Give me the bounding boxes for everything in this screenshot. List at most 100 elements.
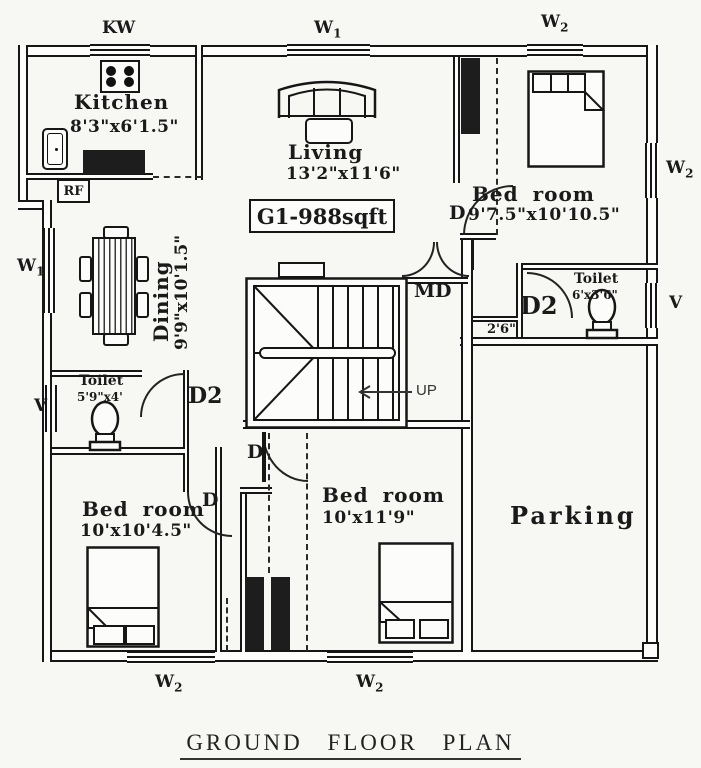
window-label-w2-bottom-center: W2 xyxy=(356,672,383,694)
w2-top-sub: 2 xyxy=(560,20,569,35)
wall-kitchen-bottom-dashed xyxy=(153,176,202,178)
wall-outer-left-upper xyxy=(18,45,28,210)
dining-chair-left-2 xyxy=(79,292,92,318)
wc-icon-east xyxy=(585,288,619,340)
wall-left-step xyxy=(18,200,52,210)
living-dims: 13'2"x11'6" xyxy=(286,164,401,184)
window-label-w2-right: W2 xyxy=(666,158,693,180)
refrigerator-box: RF xyxy=(57,179,90,203)
wardrobe-bedroom-south-1 xyxy=(245,577,264,650)
wall-bedroom-sw-right xyxy=(215,447,222,652)
dining-dims: 9'9"x10'1.5" xyxy=(172,234,192,350)
passage-width-label: 2'6" xyxy=(487,322,516,337)
bed-bedroom-ne xyxy=(527,70,605,168)
wall-living-bedroom-ne xyxy=(453,57,460,183)
bedroom-ne-name: Bed room xyxy=(472,182,595,206)
door-label-d2-east: D2 xyxy=(520,291,558,320)
toilet-east-name: Toilet xyxy=(574,271,619,287)
wall-toilet-east-top xyxy=(516,263,658,270)
bedroom-ne-dims: 9'7.5"x10'10.5" xyxy=(468,205,621,225)
window-label-v-left: V xyxy=(34,396,48,416)
wall-parking-top xyxy=(460,337,658,346)
dining-name: Dining xyxy=(149,260,173,342)
dashed-line-bedroom-sw xyxy=(226,598,228,651)
w2-bl-sub: 2 xyxy=(174,680,183,695)
dining-table-top xyxy=(92,237,136,335)
drawing-title: GROUND FLOOR PLAN xyxy=(0,730,701,760)
wall-kitchen-right xyxy=(195,45,203,180)
bed-bedroom-sw xyxy=(86,546,160,648)
wall-toilet-west-right xyxy=(183,370,189,492)
w2-bl-base: W xyxy=(155,672,175,692)
window-label-w1-top: W1 xyxy=(314,18,341,40)
w1-left-base: W xyxy=(17,256,37,276)
wall-passage-stub xyxy=(463,316,518,322)
wall-toilet-east-left xyxy=(516,263,523,342)
dining-chair-right-2 xyxy=(136,292,149,318)
window-w2-top xyxy=(527,44,583,58)
dashed-line-bedroom-south-right xyxy=(306,433,308,651)
stairs-landing-box xyxy=(278,262,325,278)
wardrobe-bedroom-south-2 xyxy=(271,577,290,650)
drawing-title-text: GROUND FLOOR PLAN xyxy=(180,730,521,760)
door-leaf-bedroom-south xyxy=(262,432,266,482)
door-label-d-ne: D xyxy=(449,202,466,224)
window-v-left xyxy=(45,385,58,432)
window-kw-top xyxy=(90,44,150,58)
parking-name: Parking xyxy=(510,501,637,530)
bedroom-south-dims: 10'x11'9" xyxy=(322,508,416,528)
w2-bc-base: W xyxy=(356,672,376,692)
refrigerator-label: RF xyxy=(63,183,84,199)
up-label: UP xyxy=(416,382,437,399)
sink-icon xyxy=(42,128,68,170)
w2-top-base: W xyxy=(541,12,561,32)
wall-bedroom-south-stub xyxy=(240,487,272,494)
staircase xyxy=(245,277,408,429)
stove-icon xyxy=(100,60,140,93)
parking-corner-column xyxy=(642,642,659,659)
w1-top-sub: 1 xyxy=(333,26,342,41)
wall-corridor-parking-left xyxy=(461,240,473,652)
window-w2-bottom-center xyxy=(327,651,413,664)
wall-bedroom-south-left xyxy=(240,487,247,652)
door-label-d2-west: D2 xyxy=(188,383,223,409)
window-label-kw: KW xyxy=(102,18,136,38)
w1-top-base: W xyxy=(314,18,334,38)
wall-main-door-sill xyxy=(402,277,468,284)
w2-bc-sub: 2 xyxy=(375,680,384,695)
area-label: G1-988sqft xyxy=(256,203,388,229)
wc-icon-west xyxy=(88,400,122,452)
door-label-d-south: D xyxy=(247,441,264,463)
window-label-w2-top: W2 xyxy=(541,12,568,34)
kitchen-counter xyxy=(83,150,145,174)
dashed-line-bedroom-ne xyxy=(496,58,498,235)
bedroom-south-name: Bed room xyxy=(322,483,445,507)
door-arc-md-left xyxy=(402,242,435,277)
bed-bedroom-south xyxy=(378,542,454,644)
window-label-w1-left: W1 xyxy=(17,256,44,278)
window-w1-left xyxy=(43,228,56,313)
toilet-west-dims: 5'9"x4' xyxy=(77,390,123,404)
window-label-v-right: V xyxy=(669,293,683,313)
dining-chair-left-1 xyxy=(79,256,92,282)
door-arc-md-right xyxy=(436,242,469,277)
coffee-table xyxy=(305,118,353,144)
wall-outer-right xyxy=(646,45,658,662)
window-w2-right xyxy=(645,143,659,198)
window-w2-bottom-left xyxy=(127,651,215,664)
door-arc-toilet-west xyxy=(140,373,184,417)
sofa-icon xyxy=(277,80,377,118)
wardrobe-bedroom-ne xyxy=(461,58,480,134)
door-label-d-sw: D xyxy=(202,489,219,511)
door-label-md: MD xyxy=(414,280,452,302)
area-label-box: G1-988sqft xyxy=(249,199,395,233)
dining-table xyxy=(79,226,149,346)
w2-right-sub: 2 xyxy=(685,166,694,181)
bedroom-sw-name: Bed room xyxy=(82,497,205,521)
living-name: Living xyxy=(288,140,364,164)
up-arrow-icon xyxy=(358,385,412,399)
window-w1-top xyxy=(287,44,370,58)
wall-toilet-west-top xyxy=(52,370,142,377)
dashed-line-bedroom-south-left xyxy=(268,433,270,573)
